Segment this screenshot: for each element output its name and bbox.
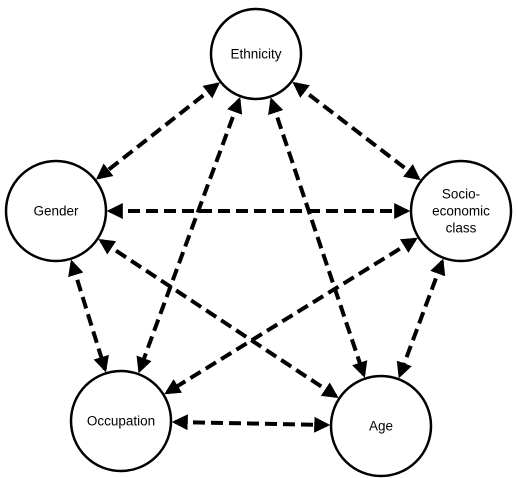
node-circle-occupation [69, 369, 173, 473]
edges-layer [68, 81, 446, 433]
edge-occupation-age [171, 414, 331, 433]
node-label-socio: Socio- [442, 187, 480, 202]
edge-ethnicity-occupation [136, 96, 243, 374]
node-label-gender: Gender [33, 204, 79, 219]
node-gender: Gender [4, 159, 108, 263]
node-label-ethnicity: Ethnicity [230, 47, 281, 62]
node-label-socio: economic [432, 204, 490, 219]
node-label-age: Age [369, 419, 393, 434]
node-circle-socio [409, 159, 513, 263]
node-occupation: Occupation [69, 369, 173, 473]
node-label-occupation: Occupation [87, 414, 155, 429]
node-circle-age [329, 374, 433, 478]
node-circle-gender [4, 159, 108, 263]
edge-ethnicity-age [268, 97, 368, 378]
edge-gender-occupation [68, 259, 109, 373]
edge-socio-age [396, 258, 446, 379]
node-socio: Socio-economic class [409, 159, 513, 263]
edge-socio-occupation [164, 237, 418, 395]
node-ethnicity: Ethnicity [209, 7, 303, 101]
edge-ethnicity-gender [95, 82, 220, 180]
edge-ethnicity-socio [292, 81, 421, 181]
node-circle-ethnicity [209, 7, 303, 101]
node-age: Age [329, 374, 433, 478]
node-label-socio: class [446, 221, 477, 236]
